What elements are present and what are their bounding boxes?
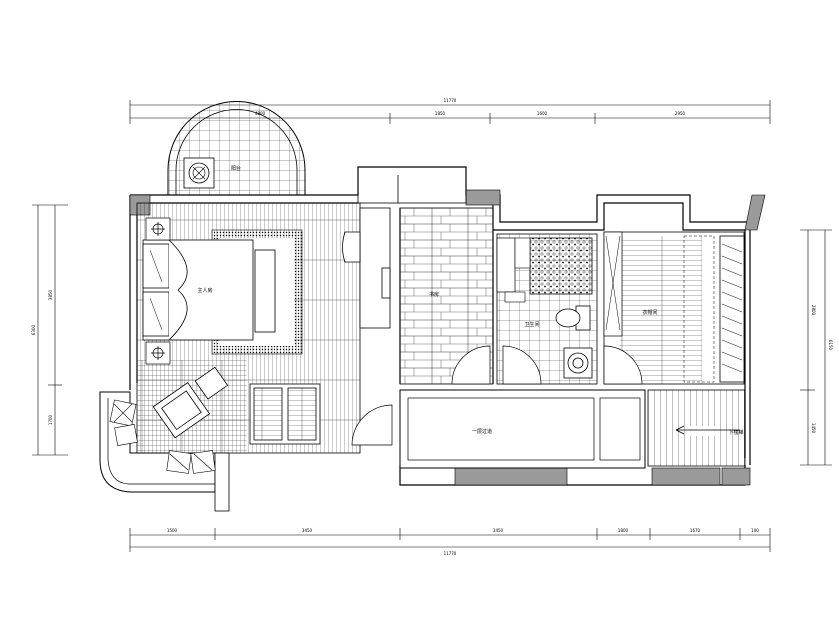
bottom-dim-6: 100 [751, 528, 759, 533]
master-bedroom: 主人房 [136, 202, 393, 454]
cloakroom: 衣帽间 [603, 231, 745, 385]
toilet-icon [555, 305, 591, 331]
master-bedroom-label: 主人房 [197, 287, 212, 294]
balcony-label: 阳台 [231, 165, 241, 172]
bay-seating [99, 391, 230, 512]
right-total-dim: 6150 [828, 340, 833, 351]
bottom-dim-5: 1670 [690, 528, 701, 533]
top-total-dim: 11770 [444, 98, 457, 103]
shower-area [529, 237, 593, 295]
desk [342, 207, 391, 329]
armchair [152, 366, 229, 439]
corridor-label: 一层过道 [472, 428, 492, 435]
left-dim-2: 1700 [48, 414, 53, 425]
bottom-dim-4: 1800 [618, 528, 629, 533]
top-window [357, 166, 467, 204]
bathroom-label: 卫生间 [524, 321, 539, 328]
right-dimensions [800, 229, 832, 466]
top-dim-2: 1850 [435, 111, 446, 116]
bathroom-door [502, 345, 542, 385]
cloakroom-label: 衣帽间 [642, 309, 657, 316]
bedroom-door [351, 404, 393, 446]
bench [254, 249, 276, 333]
bottom-dim-1: 1500 [167, 528, 178, 533]
bathroom: 卫生间 [496, 233, 598, 385]
study-door [451, 345, 491, 385]
structural-columns [129, 189, 766, 486]
left-dimensions [32, 204, 68, 456]
right-dim-1: 2800 [811, 305, 816, 316]
clothes-rack [719, 235, 745, 383]
staircase: 下楼梯 [647, 389, 746, 467]
bottom-dim-2: 3450 [302, 528, 313, 533]
left-total-dim: 6300 [31, 324, 36, 335]
cloakroom-door [603, 345, 643, 385]
bottom-dim-3: 3450 [493, 528, 504, 533]
study: 书房 [399, 207, 494, 385]
left-dim-1: 3850 [48, 289, 53, 300]
cushion-icon [109, 399, 216, 474]
bottom-dimensions [129, 528, 771, 552]
top-dim-3: 1600 [537, 111, 548, 116]
nightstand-lamp-icon [145, 217, 171, 365]
corridor: 一层过道 [399, 389, 646, 469]
study-label: 书房 [429, 291, 439, 298]
wardrobe [249, 383, 321, 445]
balcony: 阳台 [167, 101, 306, 196]
stairs-label: 下楼梯 [728, 429, 743, 436]
ac-unit-icon [183, 157, 215, 189]
right-dim-2: 1450 [811, 423, 816, 434]
bottom-total-dim: 11770 [444, 551, 457, 556]
top-dim-4: 2950 [675, 111, 686, 116]
sink-icon [563, 347, 593, 379]
double-bed [142, 239, 254, 341]
